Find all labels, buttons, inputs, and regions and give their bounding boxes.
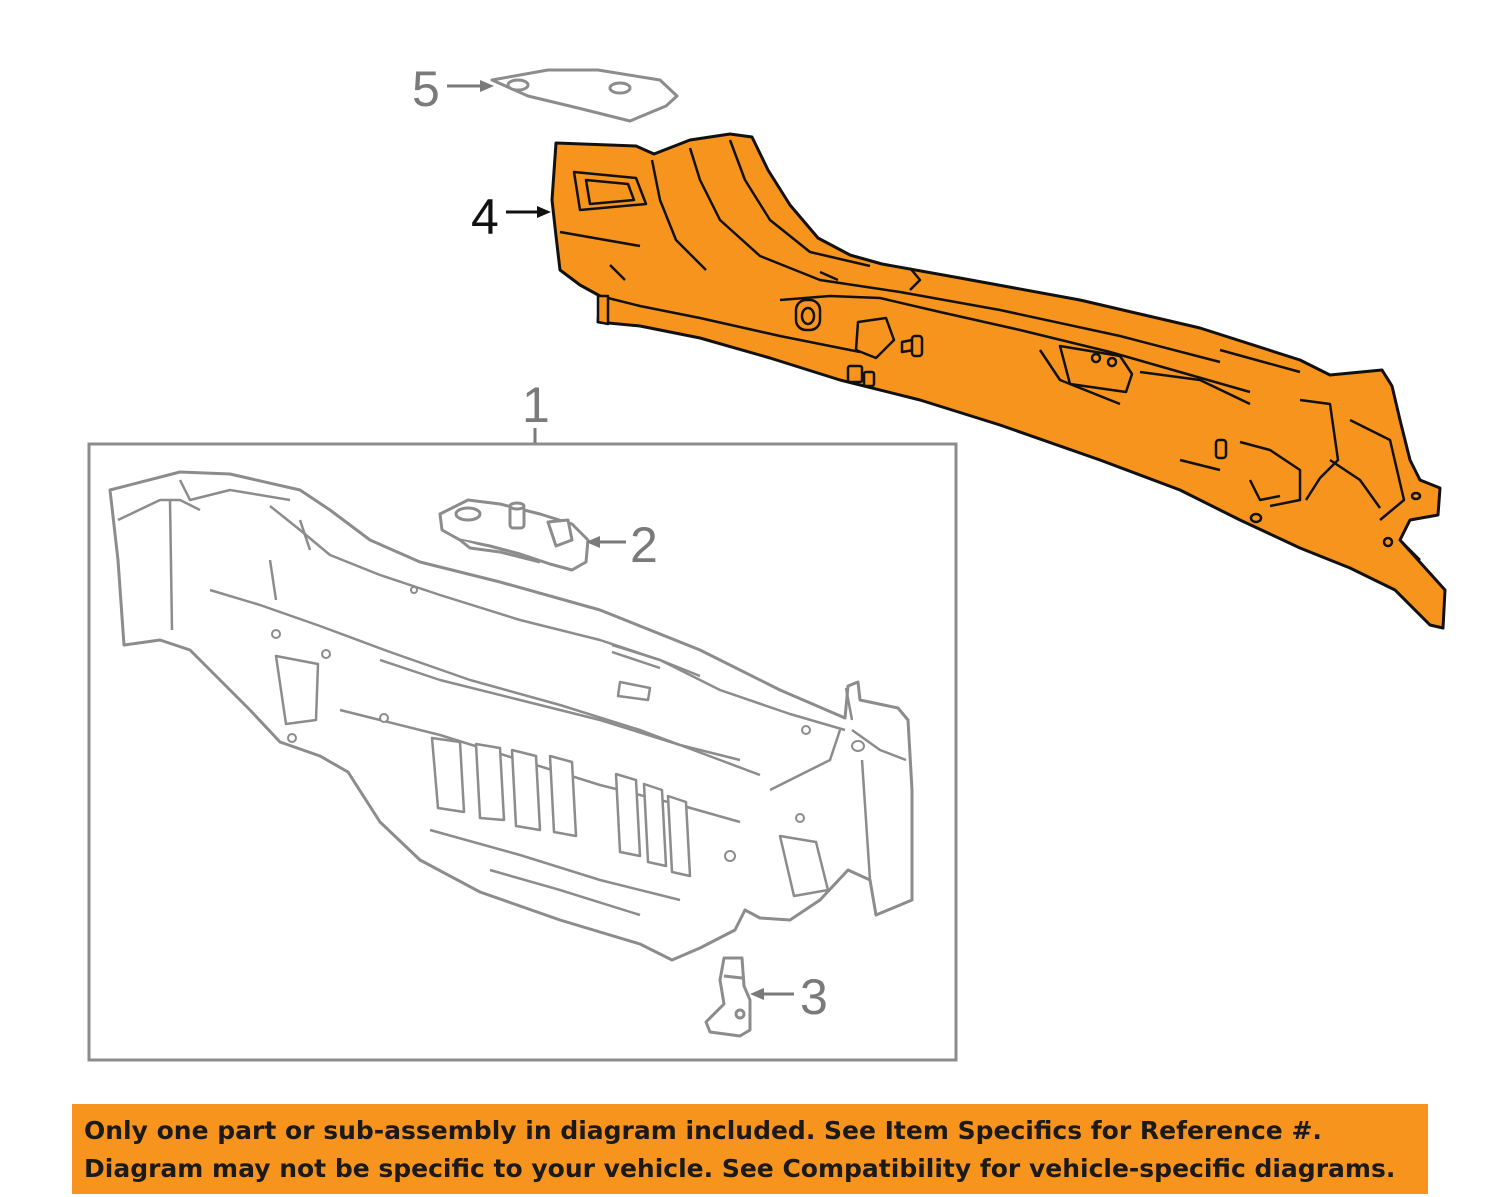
callout-2-number: 2 bbox=[630, 517, 658, 573]
callout-4-arrowhead bbox=[537, 206, 551, 218]
callout-5-arrowhead bbox=[480, 80, 494, 92]
callout-1-number: 1 bbox=[522, 377, 550, 433]
disclaimer-line-1: Only one part or sub-assembly in diagram… bbox=[84, 1116, 1322, 1145]
disclaimer-banner: Only one part or sub-assembly in diagram… bbox=[72, 1104, 1428, 1194]
part-5-bracket[interactable] bbox=[490, 68, 679, 123]
callout-4: 4 bbox=[471, 189, 551, 245]
callout-3-arrowhead bbox=[750, 988, 764, 1000]
callout-2-arrowhead bbox=[586, 536, 600, 548]
part-2-bracket[interactable] bbox=[438, 498, 590, 572]
callout-1: 1 bbox=[522, 377, 550, 444]
part-3-small-bracket[interactable] bbox=[704, 956, 752, 1038]
callout-5: 5 bbox=[412, 61, 494, 117]
callout-4-number: 4 bbox=[471, 189, 499, 245]
callout-2: 2 bbox=[586, 517, 658, 573]
part-4-rear-panel-reinforcement[interactable] bbox=[490, 132, 1447, 630]
callout-5-number: 5 bbox=[412, 61, 440, 117]
callout-3: 3 bbox=[750, 969, 828, 1025]
part-1-assembly-box bbox=[87, 442, 958, 1062]
part-1-rear-body-panel[interactable] bbox=[108, 470, 914, 962]
disclaimer-line-2: Diagram may not be specific to your vehi… bbox=[84, 1154, 1396, 1183]
callout-3-number: 3 bbox=[800, 969, 828, 1025]
